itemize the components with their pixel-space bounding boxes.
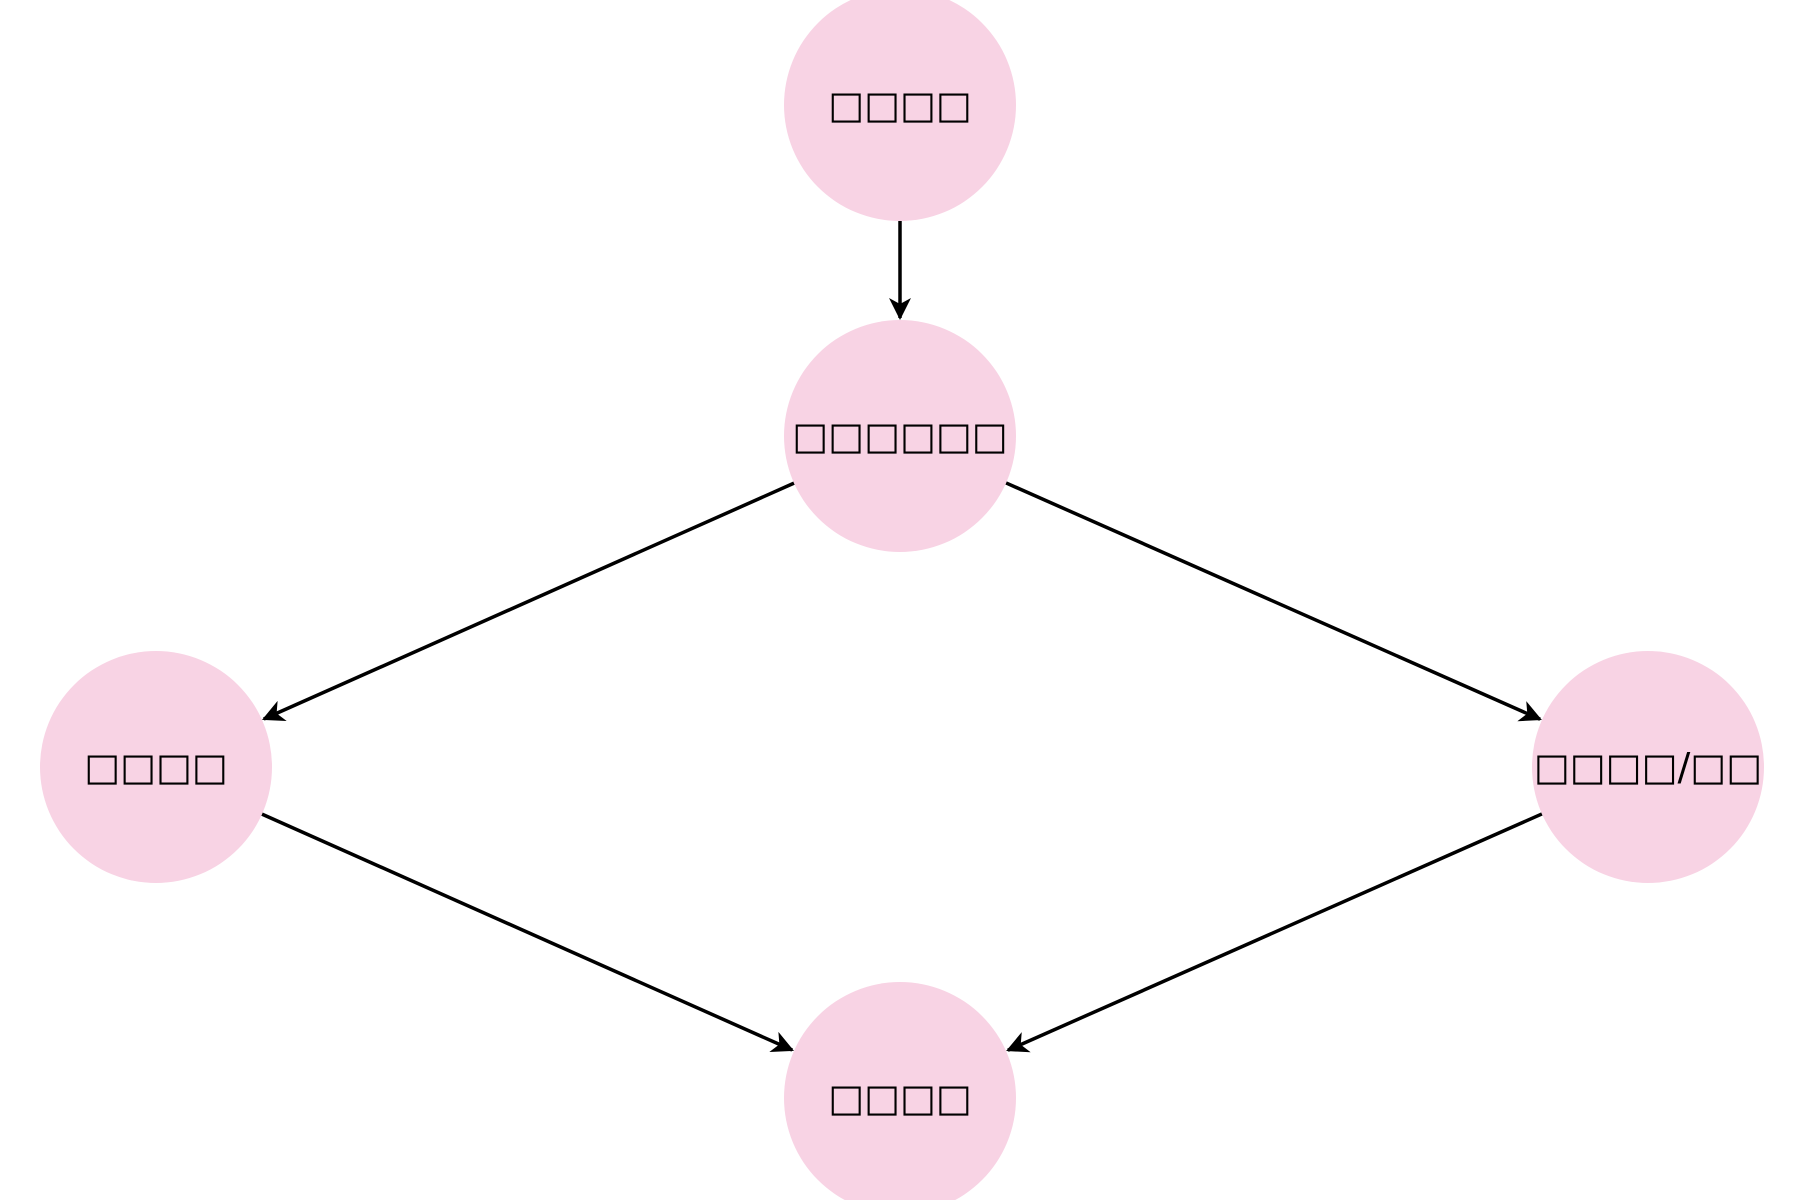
node-left-label: □□□□ [84, 745, 228, 789]
node-bottom-label: □□□□ [828, 1076, 972, 1120]
node-right-circle [1532, 651, 1764, 883]
node-top-label: □□□□ [828, 83, 972, 127]
edge-right-to-bottom [1006, 812, 1543, 1053]
edge-center-to-right [1005, 481, 1542, 722]
node-left-circle [40, 651, 272, 883]
nodes-layer: □□□□ □□□□□□ □□□□ □□□□/□□ □□□□ [40, 0, 1764, 1200]
node-right: □□□□/□□ [1532, 651, 1764, 883]
node-top: □□□□ [784, 0, 1016, 221]
node-bottom: □□□□ [784, 982, 1016, 1200]
node-center: □□□□□□ [784, 320, 1016, 552]
node-top-circle [784, 0, 1016, 221]
node-center-label: □□□□□□ [792, 414, 1007, 458]
node-bottom-circle [784, 982, 1016, 1200]
node-right-label: □□□□/□□ [1534, 745, 1762, 789]
node-left: □□□□ [40, 651, 272, 883]
edges-layer [261, 221, 1543, 1053]
edge-center-to-left [261, 481, 795, 721]
edge-left-to-bottom [261, 812, 795, 1052]
node-center-circle [784, 320, 1016, 552]
